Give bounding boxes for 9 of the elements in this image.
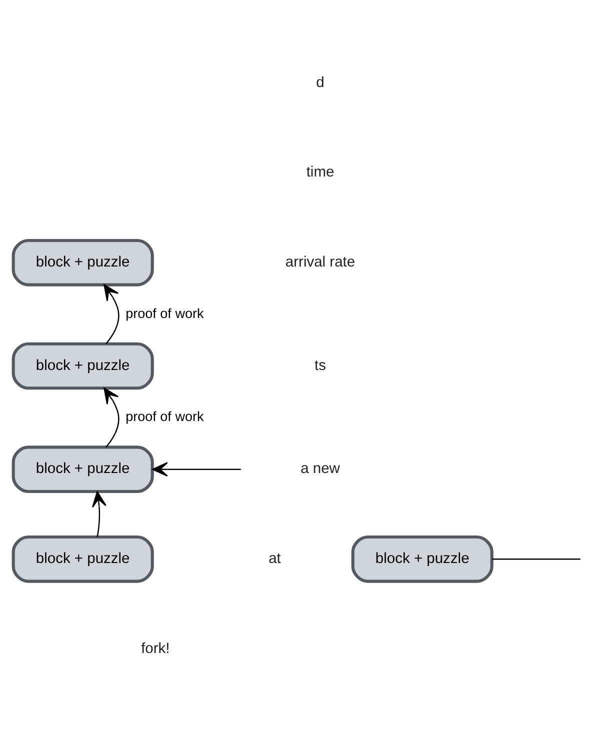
label: d (316, 74, 324, 90)
label: at (268, 550, 281, 566)
label: fork! (141, 640, 170, 656)
label: a new (300, 460, 340, 477)
label: arrival rate (285, 254, 356, 270)
label: ts (314, 357, 326, 374)
edge-label: proof of work (126, 408, 204, 424)
edge-label: proof of work (126, 305, 204, 320)
label: time (306, 164, 334, 180)
